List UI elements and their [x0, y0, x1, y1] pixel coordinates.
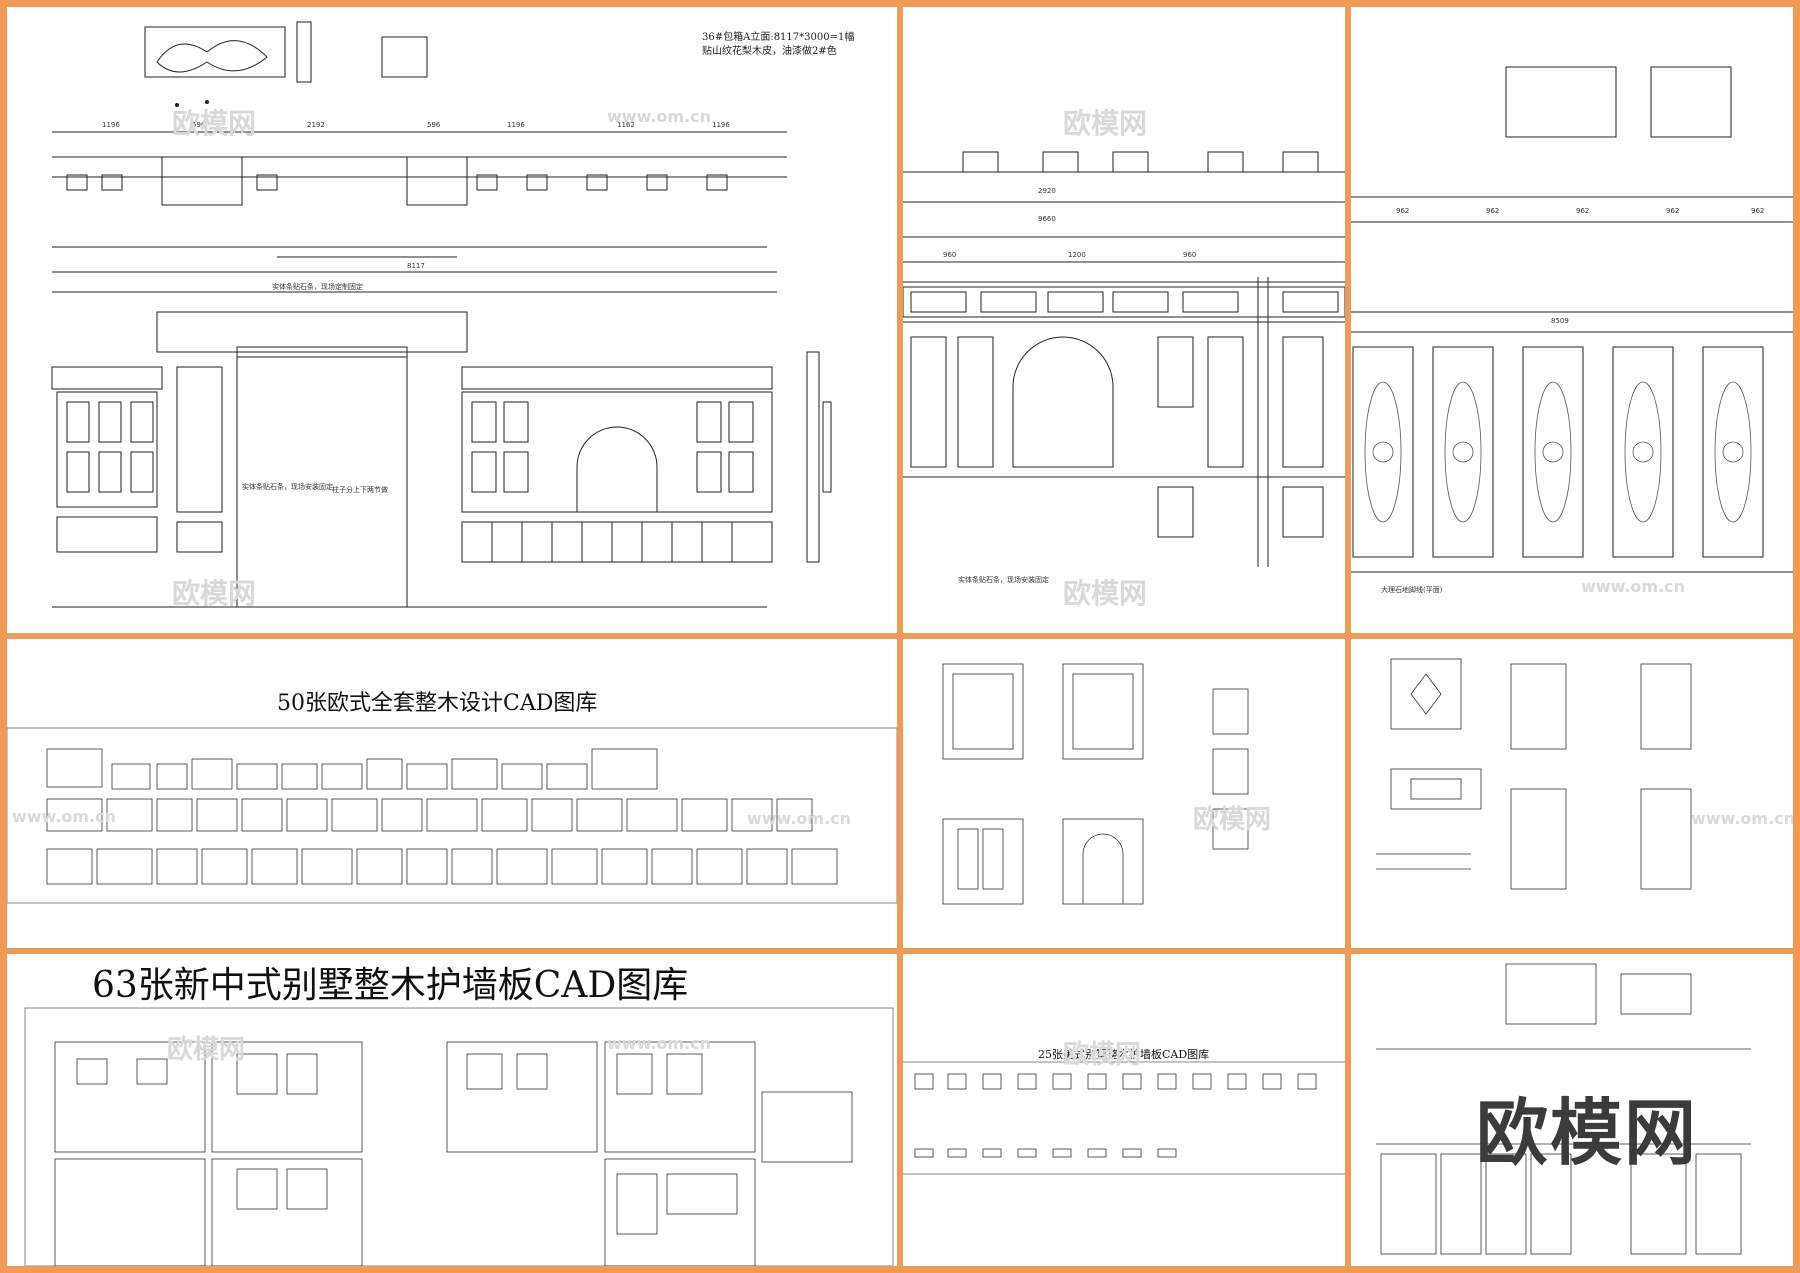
watermark: 欧模网 — [172, 107, 257, 140]
dim-3: 2192 — [307, 121, 325, 129]
watermark-url: www.om.cn — [607, 1034, 712, 1053]
watermark: 欧模网 — [1193, 805, 1272, 835]
dim-1: 1196 — [102, 121, 120, 129]
panel-elevation-brand: 欧模网 — [1351, 954, 1793, 1266]
watermark: 欧模网 — [1063, 577, 1148, 610]
cad-drawing-carved-wall — [1351, 66, 1793, 573]
dim-e: 962 — [1751, 207, 1765, 215]
panel-elevation-b: 2920 9660 960 1200 960 实体条贴石条，现场安装固定 欧模网… — [903, 7, 1345, 633]
annotation-3: 实体条贴石条，现场安装固定 — [242, 483, 333, 491]
annotation-2: 柱子分上下两节做 — [332, 486, 388, 494]
dim-total: 8509 — [1551, 317, 1569, 325]
panel-title: 63张新中式别墅整木护墙板CAD图库 — [92, 965, 689, 1006]
watermark-url: www.om.cn — [1691, 809, 1793, 828]
watermark-url: www.om.cn — [607, 107, 712, 126]
watermark-url: www.om.cn — [1581, 577, 1686, 596]
dim-total: 8117 — [407, 262, 425, 270]
watermark: 欧模网 — [1063, 1040, 1142, 1070]
dim-6: 1162 — [617, 121, 635, 129]
dim-5: 1196 — [507, 121, 525, 129]
panel-european-library: 50张欧式全套整木设计CAD图库 — [7, 639, 897, 948]
watermark: 欧模网 — [172, 577, 257, 610]
sheet-grid — [24, 1007, 894, 1266]
panel-detail-sheets-a: 欧模网 — [903, 639, 1345, 948]
cad-detail-sheets-b — [1376, 658, 1692, 890]
annotation-1: 实体条贴石条，现场定制固定 — [272, 283, 363, 291]
dim-9660: 9660 — [1038, 215, 1056, 223]
dim-7: 1196 — [712, 121, 730, 129]
dim-a: 962 — [1396, 207, 1410, 215]
annotation: 实体条贴石条，现场安装固定 — [958, 576, 1049, 584]
dim-2920: 2920 — [1038, 187, 1056, 195]
panel-title: 25张美式别墅整木护墙板CAD图库 — [1038, 1048, 1210, 1061]
thumbnail-rows — [903, 1061, 1345, 1175]
watermark: 欧模网 — [1063, 107, 1148, 140]
dim-4: 596 — [427, 121, 441, 129]
panel-carved-wall: 962 962 962 962 962 8509 大理石地脚线(平面) www.… — [1351, 7, 1793, 633]
panel-chinese-library: 63张新中式别墅整木护墙板CAD图库 欧模网 www.om.cn — [7, 954, 897, 1266]
dim-960a: 960 — [943, 251, 957, 259]
cad-drawing-elevation-a — [51, 21, 832, 608]
brand-logo-text: 欧模网 — [1476, 1091, 1699, 1175]
dim-c: 962 — [1576, 207, 1590, 215]
dim-d: 962 — [1666, 207, 1680, 215]
dim-960b: 960 — [1183, 251, 1197, 259]
dim-b: 962 — [1486, 207, 1500, 215]
dim-1200: 1200 — [1068, 251, 1086, 259]
thumbnail-strip — [7, 727, 897, 904]
dim-2: 596 — [192, 121, 206, 129]
panel-american-library: 25张美式别墅整木护墙板CAD图库 欧模网 — [903, 954, 1345, 1266]
cad-drawing-elevation-c — [1376, 963, 1751, 1255]
drawing-note-line1: 36#包箱A立面:8117*3000=1幅 — [702, 32, 855, 43]
drawing-note-line2: 贴山纹花梨木皮，油漆做2#色 — [702, 46, 837, 57]
watermark-url: www.om.cn — [12, 807, 117, 826]
panel-title: 50张欧式全套整木设计CAD图库 — [277, 691, 598, 716]
watermark-url: www.om.cn — [747, 809, 852, 828]
annotation: 大理石地脚线(平面) — [1381, 586, 1443, 594]
panel-detail-sheets-b: www.om.cn — [1351, 639, 1793, 948]
watermark: 欧模网 — [167, 1035, 246, 1065]
cad-drawing-elevation-b — [903, 151, 1345, 567]
cad-detail-sheets-a — [942, 663, 1249, 905]
panel-elevation-a: 36#包箱A立面:8117*3000=1幅 贴山纹花梨木皮，油漆做2#色 811… — [7, 7, 897, 633]
